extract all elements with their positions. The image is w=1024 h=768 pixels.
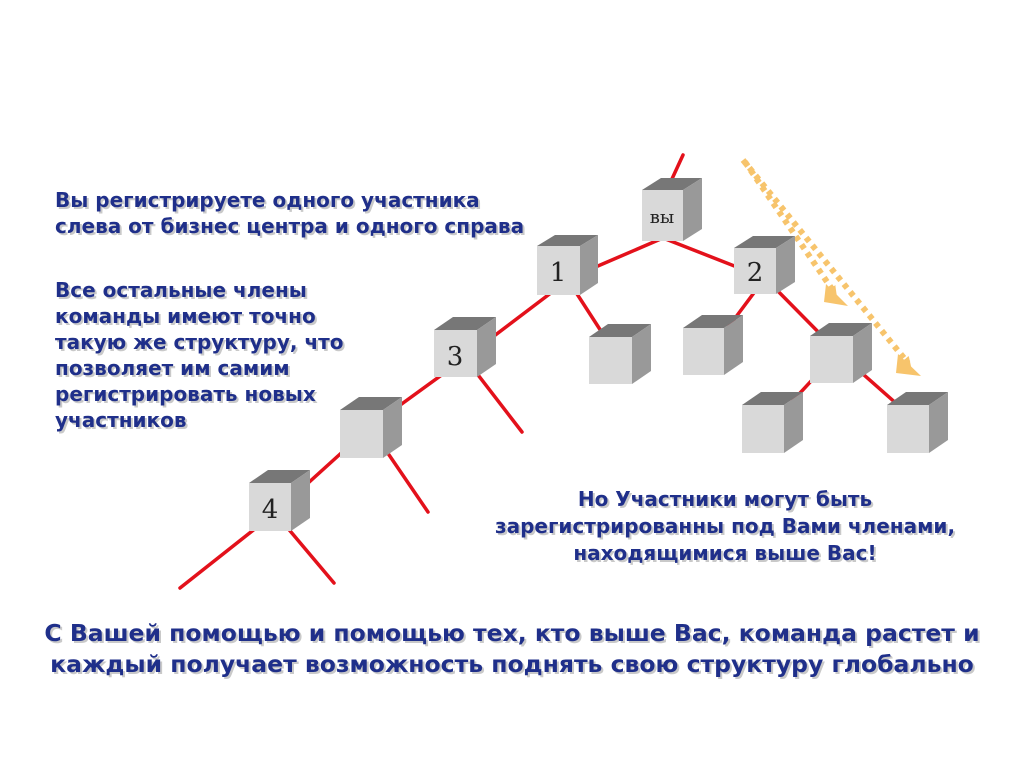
text-team-structure: Все остальные члены команды имеют точно … bbox=[55, 278, 344, 432]
arrow-heads bbox=[824, 284, 921, 376]
node-label-3: 3 bbox=[447, 342, 464, 372]
cube-1: 1 bbox=[537, 235, 598, 295]
text-registered-from-above: Но Участники могут быть зарегистрированн… bbox=[494, 487, 956, 565]
text-register-left-right: Вы регистрируете одного участника слева … bbox=[55, 188, 525, 238]
text-global-growth: С Вашей помощью и помощью тех, кто выше … bbox=[44, 619, 980, 678]
cube-leaf-1 bbox=[589, 324, 651, 384]
node-label-1: 1 bbox=[550, 258, 567, 288]
cube-leaf-3 bbox=[742, 392, 803, 453]
arrow-inner bbox=[742, 160, 837, 297]
cube-leaf-4 bbox=[887, 392, 948, 453]
cube-3: 3 bbox=[434, 317, 496, 377]
node-label-2: 2 bbox=[747, 258, 764, 288]
cube-you: вы bbox=[642, 178, 702, 241]
cube-4: 4 bbox=[249, 470, 310, 531]
node-label-4: 4 bbox=[262, 495, 279, 525]
cube-2: 2 bbox=[734, 236, 795, 294]
node-label-you: вы bbox=[650, 207, 674, 228]
arrow-outer bbox=[740, 158, 912, 367]
cube-leaf-2 bbox=[683, 315, 743, 375]
cube-3-child bbox=[340, 397, 402, 458]
cube-node-right bbox=[810, 323, 872, 383]
